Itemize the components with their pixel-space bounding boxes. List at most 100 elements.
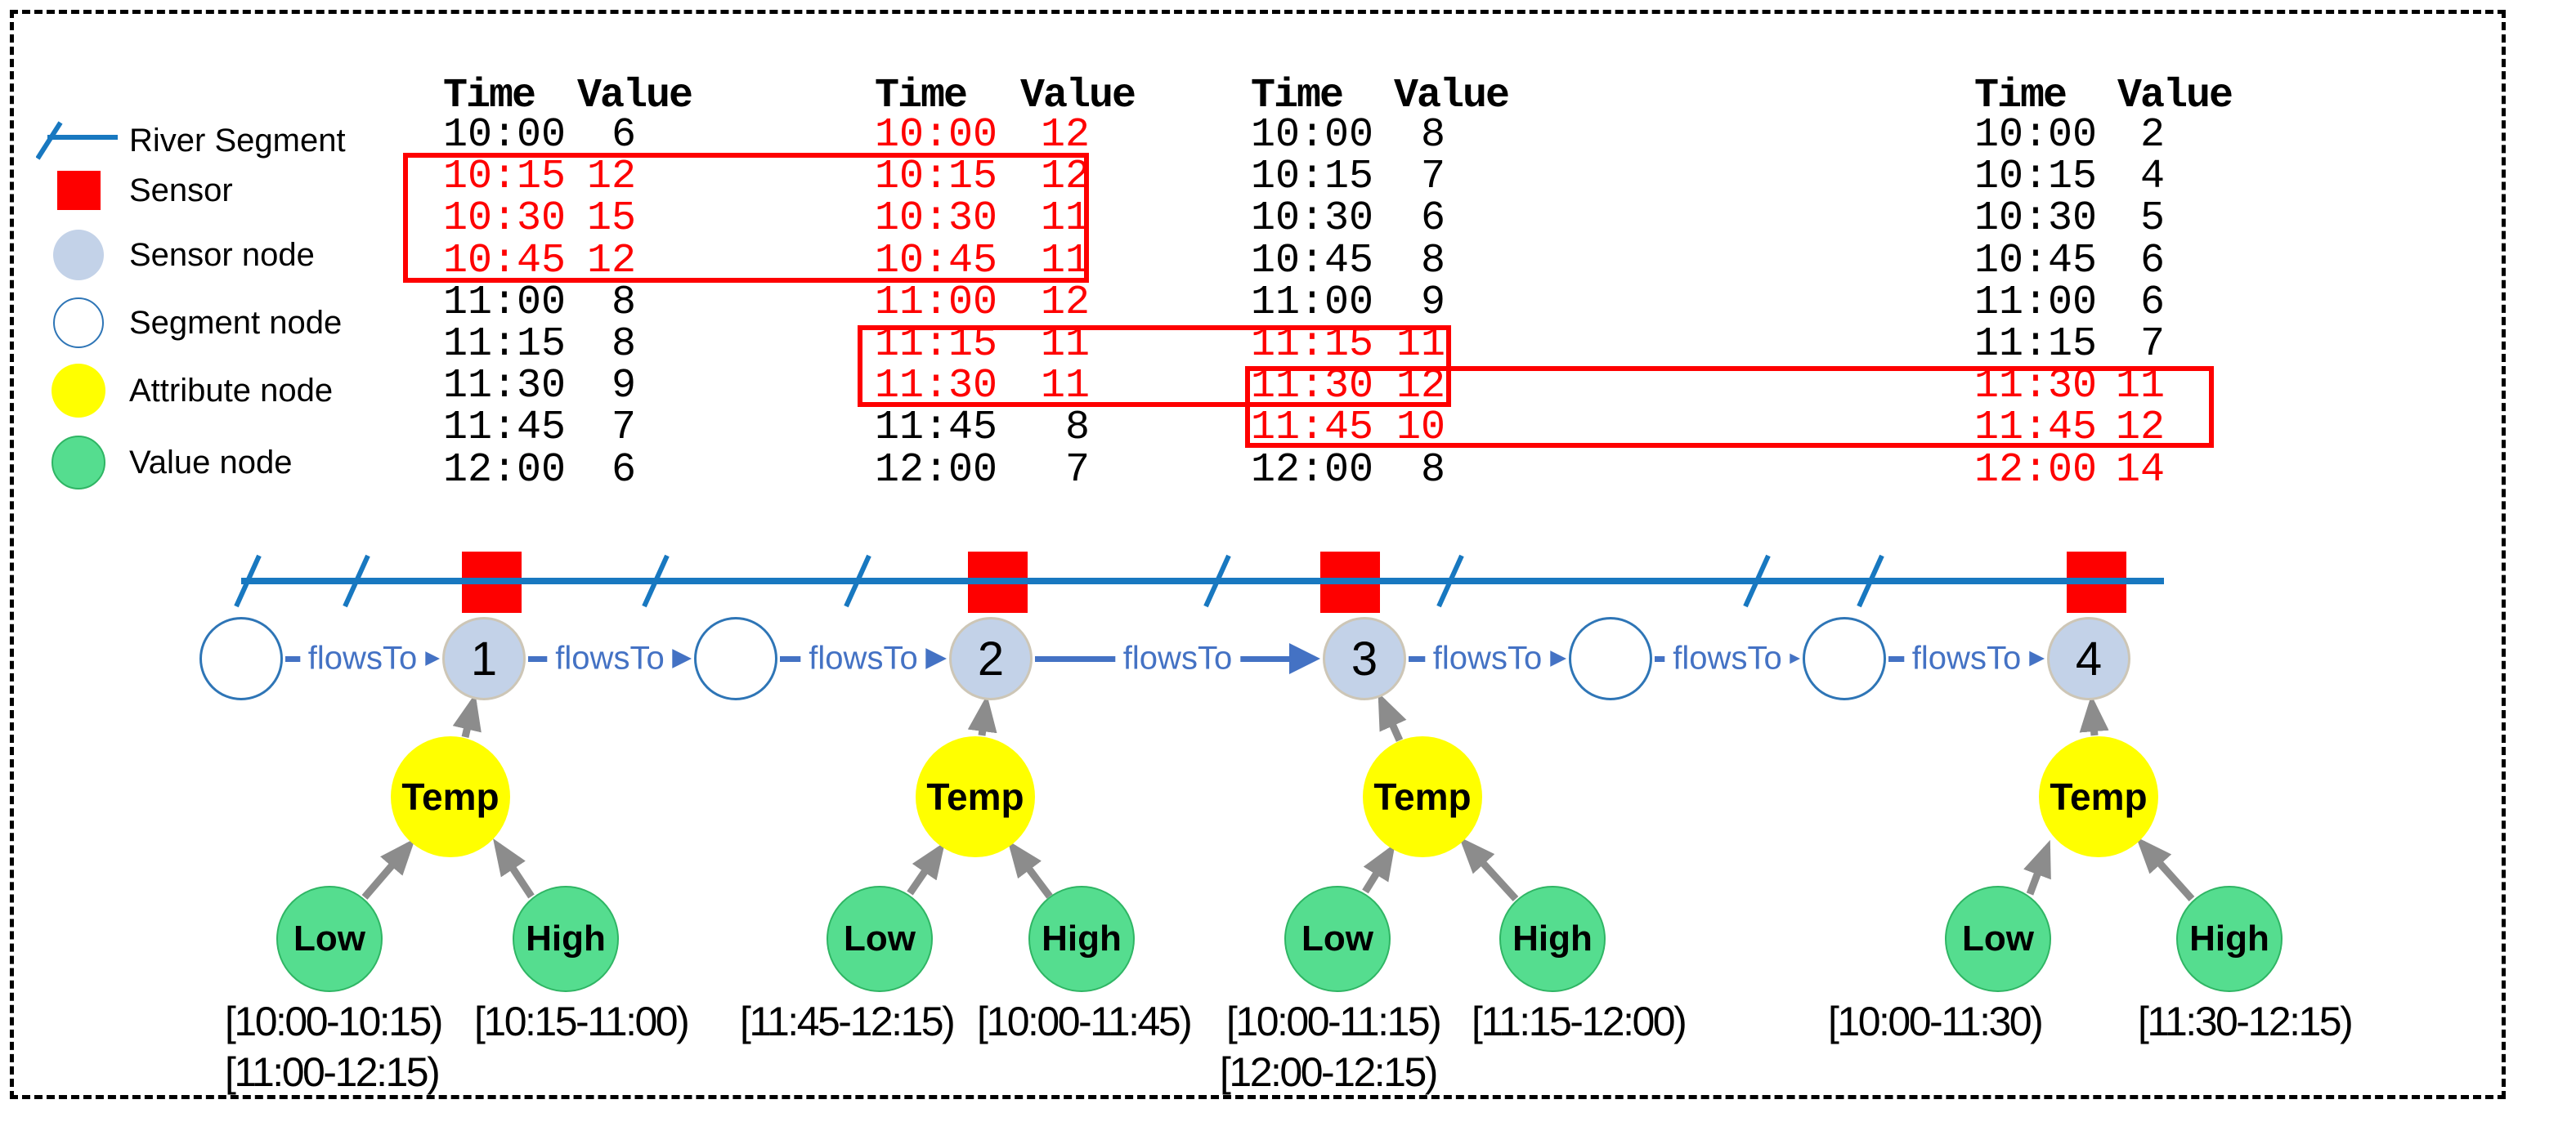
sensor-4	[2066, 552, 2126, 613]
value-node-high: High	[1028, 886, 1135, 992]
table-row-time: 11:45	[1251, 405, 1374, 452]
flows-to-label: flowsTo	[1664, 640, 1790, 677]
flows-to-edge: flowsTo	[1409, 629, 1566, 688]
low-interval-label: [10:00-11:30)	[1828, 999, 2044, 1044]
table-row-value: 12	[586, 154, 636, 201]
value-node-low: Low	[1945, 886, 2051, 992]
value-node-high: High	[513, 886, 619, 992]
table-row-time: 11:30	[443, 363, 567, 410]
table-row-time: 11:15	[1974, 321, 2098, 368]
table-row-time: 11:00	[1974, 279, 2098, 326]
flows-to-label: flowsTo	[1903, 640, 2030, 677]
legend-label: Sensor node	[129, 236, 315, 273]
flows-to-edge: flowsTo	[1655, 629, 1800, 688]
attribute-node-temp: Temp	[391, 736, 510, 857]
table-row-time: 10:00	[1974, 112, 2098, 159]
table-2-header-value: Value	[1020, 73, 1136, 119]
table-row-value: 12	[2115, 405, 2165, 452]
table-row-time: 11:45	[1974, 405, 2098, 452]
sensor-2	[967, 552, 1028, 613]
table-row-time: 10:45	[443, 237, 567, 284]
table-row-time: 10:15	[1974, 154, 2098, 201]
table-row-time: 10:15	[443, 154, 567, 201]
table-row-value: 4	[2139, 154, 2165, 201]
flows-to-label: flowsTo	[1424, 640, 1551, 677]
highlight-box-3	[1245, 366, 2214, 448]
table-row-time: 11:00	[1251, 279, 1374, 326]
table-row-time: 12:00	[1974, 446, 2098, 494]
table-row-value: 7	[611, 405, 636, 452]
table-row-time: 11:30	[1974, 363, 2098, 410]
segment-node-swatch	[53, 297, 104, 348]
legend-item-sensor: Sensor	[33, 163, 233, 217]
table-row-value: 10	[1396, 405, 1445, 452]
table-row-time: 11:30	[1251, 363, 1374, 410]
flows-to-edge: flowsTo	[1035, 629, 1320, 688]
table-row-value: 8	[1064, 405, 1090, 452]
table-row-time: 10:30	[1974, 195, 2098, 243]
table-row-time: 11:00	[875, 279, 998, 326]
attribute-node-icon	[33, 364, 124, 418]
table-1-header-value: Value	[577, 73, 693, 119]
table-row-value: 11	[1396, 321, 1445, 368]
segment-node	[1569, 617, 1652, 700]
table-row-value: 11	[1040, 237, 1090, 284]
value-node-low: Low	[276, 886, 383, 992]
table-row-value: 11	[1040, 363, 1090, 410]
sensor-node-icon	[33, 230, 124, 280]
river-segment-glyph	[36, 121, 118, 160]
high-interval-label: [10:15-11:00)	[474, 999, 690, 1044]
sensor-node-2: 2	[949, 617, 1033, 700]
table-row-time: 11:00	[443, 279, 567, 326]
sensor-node-4: 4	[2047, 617, 2130, 700]
attribute-node-temp: Temp	[916, 736, 1035, 857]
table-row-time: 10:15	[1251, 154, 1374, 201]
sensor-node-swatch	[53, 230, 104, 280]
table-row-time: 11:15	[1251, 321, 1374, 368]
table-row-time: 10:45	[1974, 237, 2098, 284]
legend-item-value-node: Value node	[33, 436, 292, 489]
table-row-time: 11:45	[443, 405, 567, 452]
legend-label: Attribute node	[129, 372, 334, 409]
sensor-1	[461, 552, 522, 613]
legend-label: Segment node	[129, 304, 343, 341]
table-row-value: 7	[1064, 446, 1090, 494]
table-row-time: 11:45	[875, 405, 998, 452]
table-row-value: 12	[1396, 363, 1445, 410]
high-interval-label: [10:00-11:45)	[977, 999, 1193, 1044]
flows-to-label: flowsTo	[547, 640, 673, 677]
table-row-value: 9	[1420, 279, 1445, 326]
segment-node	[694, 617, 777, 700]
table-row-value: 7	[2139, 321, 2165, 368]
table-row-value: 2	[2139, 112, 2165, 159]
legend-item-attribute-node: Attribute node	[33, 364, 333, 418]
table-row-time: 12:00	[875, 446, 998, 494]
legend-item-sensor-node: Sensor node	[33, 228, 315, 282]
table-row-value: 12	[1040, 279, 1090, 326]
segment-node	[1803, 617, 1886, 700]
low-interval-label: [10:00-11:15)	[1226, 999, 1442, 1044]
low-interval-label-2: [11:00-12:15)	[225, 1049, 441, 1095]
legend-label: River Segment	[129, 122, 346, 159]
table-row-value: 9	[611, 363, 636, 410]
value-node-low: Low	[1284, 886, 1391, 992]
value-node-icon	[33, 436, 124, 489]
table-row-time: 10:15	[875, 154, 998, 201]
table-row-value: 11	[2115, 363, 2165, 410]
table-3-header-value: Value	[1394, 73, 1510, 119]
table-row-value: 6	[611, 112, 636, 159]
value-node-high: High	[2176, 886, 2283, 992]
table-row-value: 15	[586, 195, 636, 243]
table-row-value: 8	[1420, 237, 1445, 284]
table-row-time: 10:00	[875, 112, 998, 159]
flows-to-label: flowsTo	[1114, 640, 1241, 677]
legend-label: Sensor	[129, 172, 233, 208]
table-row-value: 6	[2139, 279, 2165, 326]
segment-node	[199, 617, 283, 700]
arrow-right-icon	[1289, 643, 1320, 674]
high-interval-label: [11:15-12:00)	[1472, 999, 1687, 1044]
table-row-value: 6	[1420, 195, 1445, 243]
table-row-value: 6	[2139, 237, 2165, 284]
table-row-value: 12	[1040, 154, 1090, 201]
table-row-time: 10:30	[875, 195, 998, 243]
